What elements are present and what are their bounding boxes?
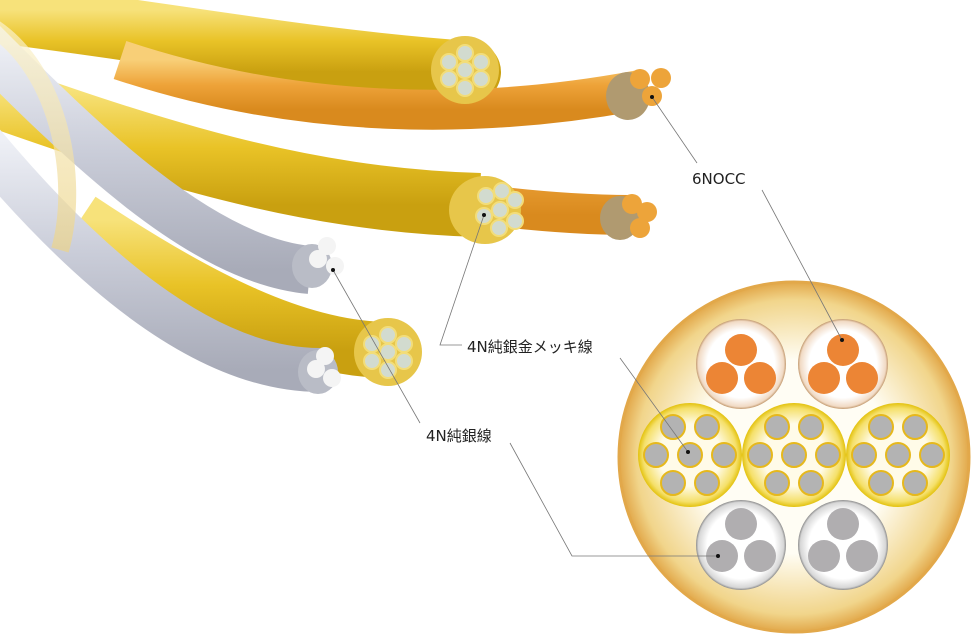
- label-6nocc: 6NOCC: [692, 170, 746, 188]
- gold-strand-end-middle: [449, 176, 524, 244]
- gold-plated-wire: [851, 442, 877, 468]
- binding-tape: [0, 21, 77, 253]
- silver-bundle: [798, 500, 888, 590]
- occ-strand-end-top: [606, 68, 671, 120]
- cable-strands: [0, 0, 671, 394]
- gold-plated-wire: [798, 414, 824, 440]
- label-4n-gold-plated-silver: 4N純銀金メッキ線: [467, 338, 593, 356]
- gold-plated-wire: [764, 470, 790, 496]
- gold-plated-wire: [747, 442, 773, 468]
- gold-plated-wire: [694, 414, 720, 440]
- gold-plated-wire: [643, 442, 669, 468]
- gold-plated-wire: [902, 414, 928, 440]
- gold-plated-wire: [711, 442, 737, 468]
- silver-bundle: [696, 500, 786, 590]
- occ-strand-top: [113, 41, 644, 130]
- gold-plated-wire: [868, 470, 894, 496]
- gold-plated-wire: [902, 470, 928, 496]
- leader-dots: [331, 95, 844, 558]
- silver-strand-top: [0, 26, 313, 294]
- gold-plated-bundle: [638, 403, 742, 507]
- gold-plated-bundles: [638, 403, 950, 507]
- gold-strand-end-bottom: [354, 318, 422, 386]
- gold-strand-bottom: [64, 196, 391, 378]
- occ-bundle: [798, 319, 888, 409]
- leader-lines: [332, 96, 843, 557]
- gold-plated-wire: [815, 442, 841, 468]
- gold-plated-wire: [764, 414, 790, 440]
- occ-strand-end-bottom: [600, 194, 657, 240]
- gold-plated-wire: [660, 470, 686, 496]
- occ-bundle: [696, 319, 786, 409]
- gold-plated-wire: [660, 414, 686, 440]
- gold-plated-bundle: [742, 403, 846, 507]
- label-4n-pure-silver: 4N純銀線: [426, 427, 492, 445]
- gold-strand-top: [0, 0, 501, 103]
- gold-plated-wire: [868, 414, 894, 440]
- silver-strand-end-bottom: [298, 347, 341, 394]
- silver-strand-end-top: [292, 237, 344, 288]
- silver-strand-bottom: [0, 129, 321, 392]
- gold-plated-wire: [694, 470, 720, 496]
- gold-strand-end-top: [431, 36, 499, 104]
- gold-plated-wire: [677, 442, 703, 468]
- gold-plated-wire: [885, 442, 911, 468]
- gold-plated-wire: [919, 442, 945, 468]
- gold-plated-wire: [798, 470, 824, 496]
- gold-plated-bundle: [846, 403, 950, 507]
- cable-cross-section: [617, 280, 971, 634]
- gold-plated-wire: [781, 442, 807, 468]
